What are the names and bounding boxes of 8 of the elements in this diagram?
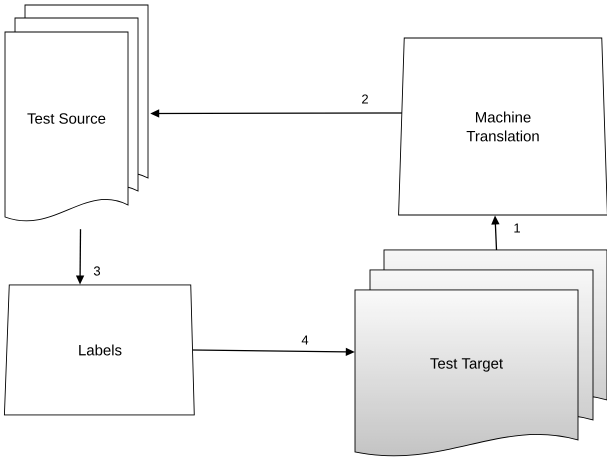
edge-label: 4	[300, 334, 310, 346]
edge-label: 3	[92, 265, 102, 277]
edge-label: 2	[360, 93, 370, 104]
trapezoid-box: Labels	[4, 284, 195, 416]
edge-label: 1	[512, 222, 522, 234]
document-stack: Test Target	[354, 250, 607, 456]
document-stack: Test Source	[4, 4, 148, 222]
trapezoid-box: Machine Translation	[398, 38, 607, 216]
